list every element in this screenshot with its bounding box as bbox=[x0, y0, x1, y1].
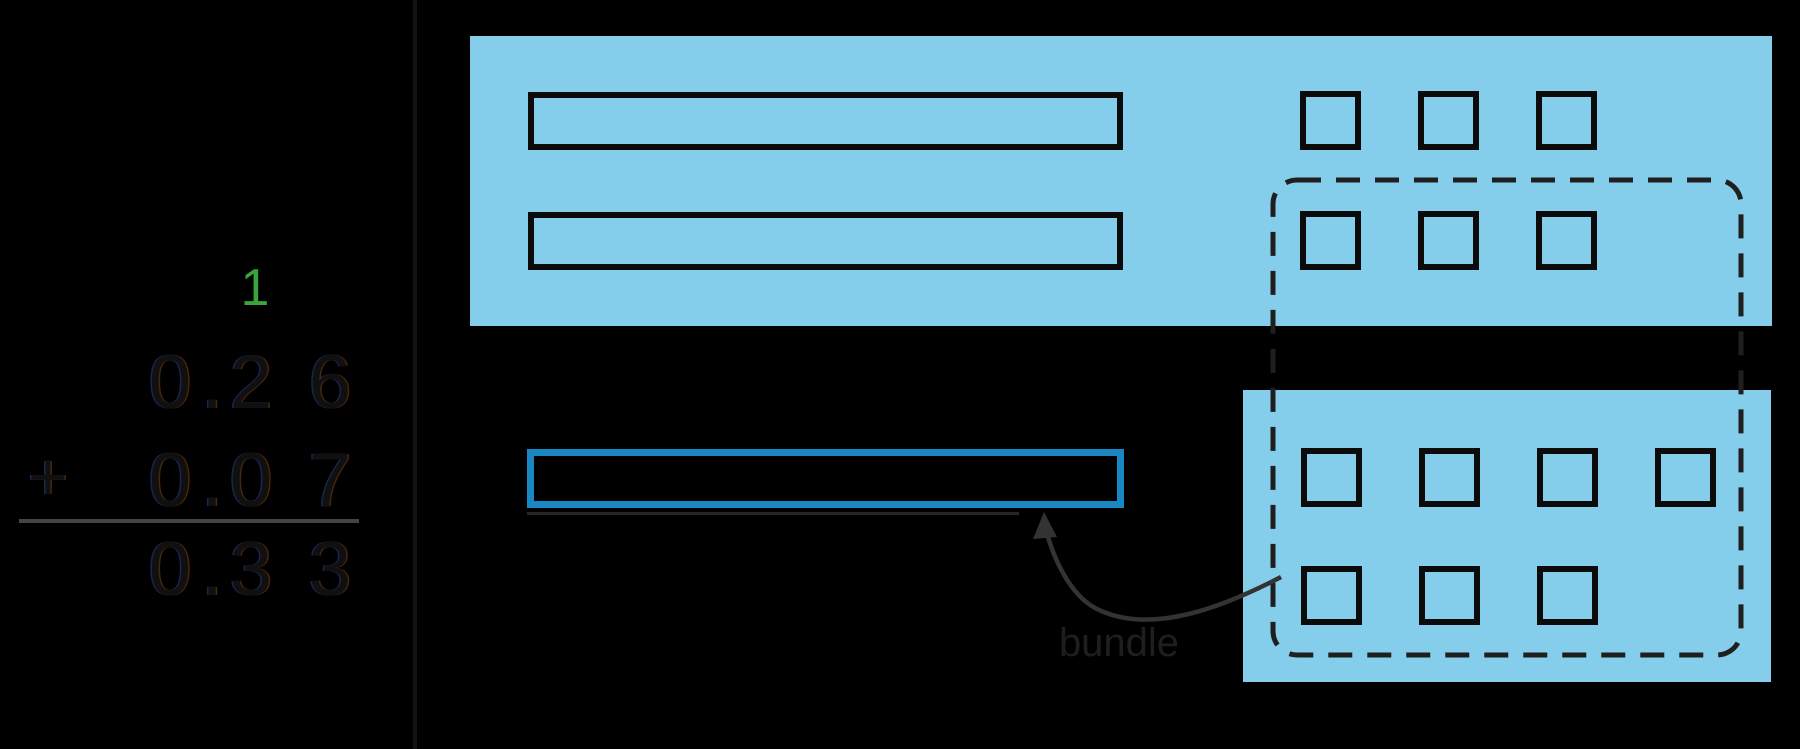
addend-1-row: 0 . 2 6 bbox=[0, 345, 420, 421]
digit: 0 bbox=[148, 438, 192, 523]
bundle-label: bundle bbox=[1058, 621, 1180, 665]
top-blocks-panel bbox=[470, 36, 1772, 326]
digit: 7 bbox=[308, 438, 352, 523]
hundredth-squares-row bbox=[1300, 91, 1597, 150]
digit: 3 bbox=[229, 527, 273, 612]
hundredth-square bbox=[1537, 448, 1598, 507]
bundle-arrow-head bbox=[1033, 512, 1057, 539]
hundredth-squares-row bbox=[1301, 566, 1598, 625]
hundredth-square bbox=[1418, 211, 1479, 270]
decimal-point: . bbox=[201, 340, 223, 425]
hundredth-squares-row bbox=[1300, 211, 1597, 270]
decimal-point: . bbox=[201, 527, 223, 612]
hundredth-square bbox=[1419, 566, 1480, 625]
hundredth-square bbox=[1536, 211, 1597, 270]
hundredth-square bbox=[1301, 448, 1362, 507]
hundredth-square bbox=[1655, 448, 1716, 507]
hundredth-square bbox=[1300, 211, 1361, 270]
digit: 0 bbox=[229, 438, 273, 523]
hundredth-square bbox=[1418, 91, 1479, 150]
sum-rule-line bbox=[19, 519, 359, 523]
digit: 0 bbox=[148, 527, 192, 612]
tenth-bar bbox=[528, 212, 1123, 270]
bundled-tenth-bar bbox=[527, 449, 1124, 508]
digit: 3 bbox=[308, 527, 352, 612]
hundredth-square bbox=[1537, 566, 1598, 625]
bottom-blocks-panel bbox=[1243, 390, 1771, 682]
divider-line bbox=[413, 0, 417, 749]
addend-2-row: + 0 . 0 7 bbox=[0, 438, 420, 523]
digit: 0 bbox=[148, 340, 192, 425]
digit: 2 bbox=[229, 340, 273, 425]
plus-sign: + bbox=[28, 439, 68, 515]
digit: 6 bbox=[308, 340, 352, 425]
hundredth-square bbox=[1301, 566, 1362, 625]
hundredth-square bbox=[1300, 91, 1361, 150]
bundled-bar-shadow-line bbox=[527, 512, 1019, 515]
carry-digit: 1 bbox=[240, 259, 270, 317]
sum-row: 0 . 3 3 bbox=[0, 532, 420, 608]
tenth-bar bbox=[528, 92, 1123, 150]
decimal-point: . bbox=[201, 438, 223, 523]
column-addition: 1 0 . 2 6 + 0 . 0 7 0 . 3 3 bbox=[0, 0, 420, 749]
hundredth-square bbox=[1419, 448, 1480, 507]
carry-row: 1 bbox=[0, 262, 420, 338]
hundredth-square bbox=[1536, 91, 1597, 150]
hundredth-squares-row bbox=[1301, 448, 1716, 507]
